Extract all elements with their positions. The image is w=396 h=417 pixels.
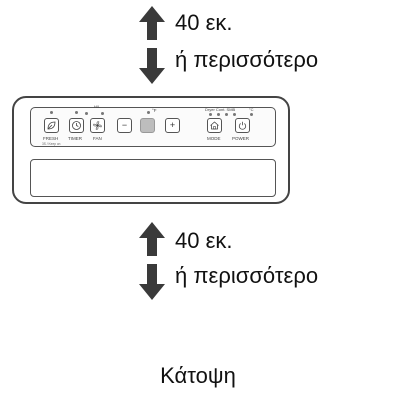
clearance-bottom-value: 40 εκ. bbox=[175, 228, 233, 253]
leaf-icon bbox=[47, 121, 56, 130]
power-button[interactable] bbox=[235, 118, 250, 133]
fan-label: FAN bbox=[93, 136, 102, 141]
view-caption: Κάτοψη bbox=[160, 363, 236, 388]
power-indicator-label: °C bbox=[249, 107, 254, 112]
fan-high-indicator bbox=[101, 112, 104, 115]
mode-indicator-4 bbox=[233, 113, 236, 116]
fresh-sub-label: 3S / Keep on bbox=[42, 142, 61, 146]
mode-indicator-labels: Dryer Cont. SMB bbox=[205, 107, 236, 112]
minus-button[interactable]: − bbox=[117, 118, 132, 133]
power-indicator bbox=[250, 113, 253, 116]
fresh-indicator bbox=[50, 111, 53, 114]
fresh-label: FRESH bbox=[43, 136, 59, 141]
mode-button[interactable] bbox=[207, 118, 222, 133]
house-icon bbox=[210, 121, 219, 130]
fan-low-indicator bbox=[85, 112, 88, 115]
power-label: POWER bbox=[232, 136, 250, 141]
clearance-arrow-top bbox=[139, 6, 165, 84]
fahrenheit-indicator bbox=[147, 111, 150, 114]
mode-indicator-3 bbox=[225, 113, 228, 116]
clock-icon bbox=[72, 121, 81, 130]
mode-indicator-1 bbox=[209, 113, 212, 116]
fresh-button[interactable] bbox=[44, 118, 59, 133]
fan-icon bbox=[93, 121, 102, 130]
clearance-top-qualifier: ή περισσότερο bbox=[175, 47, 319, 72]
clearance-top-value: 40 εκ. bbox=[175, 10, 233, 35]
plus-button[interactable]: + bbox=[165, 118, 180, 133]
fan-button[interactable] bbox=[90, 118, 105, 133]
timer-indicator bbox=[75, 111, 78, 114]
clearance-bottom-qualifier: ή περισσότερο bbox=[175, 263, 319, 288]
fahrenheit-label: °F bbox=[152, 108, 157, 113]
display-window bbox=[140, 118, 155, 133]
mode-label: MODE bbox=[207, 136, 221, 141]
mode-indicator-2 bbox=[217, 113, 220, 116]
clearance-arrow-bottom bbox=[139, 222, 165, 300]
dehumidifier-top-view: H/L °F Dryer Cont. SMB °C − + FRES bbox=[12, 96, 290, 204]
fan-levels-label: H/L bbox=[94, 104, 101, 109]
air-outlet-grille bbox=[30, 159, 276, 197]
timer-label: TIMER bbox=[68, 136, 82, 141]
control-panel: H/L °F Dryer Cont. SMB °C − + FRES bbox=[30, 104, 276, 147]
power-icon bbox=[238, 121, 247, 130]
timer-button[interactable] bbox=[69, 118, 84, 133]
